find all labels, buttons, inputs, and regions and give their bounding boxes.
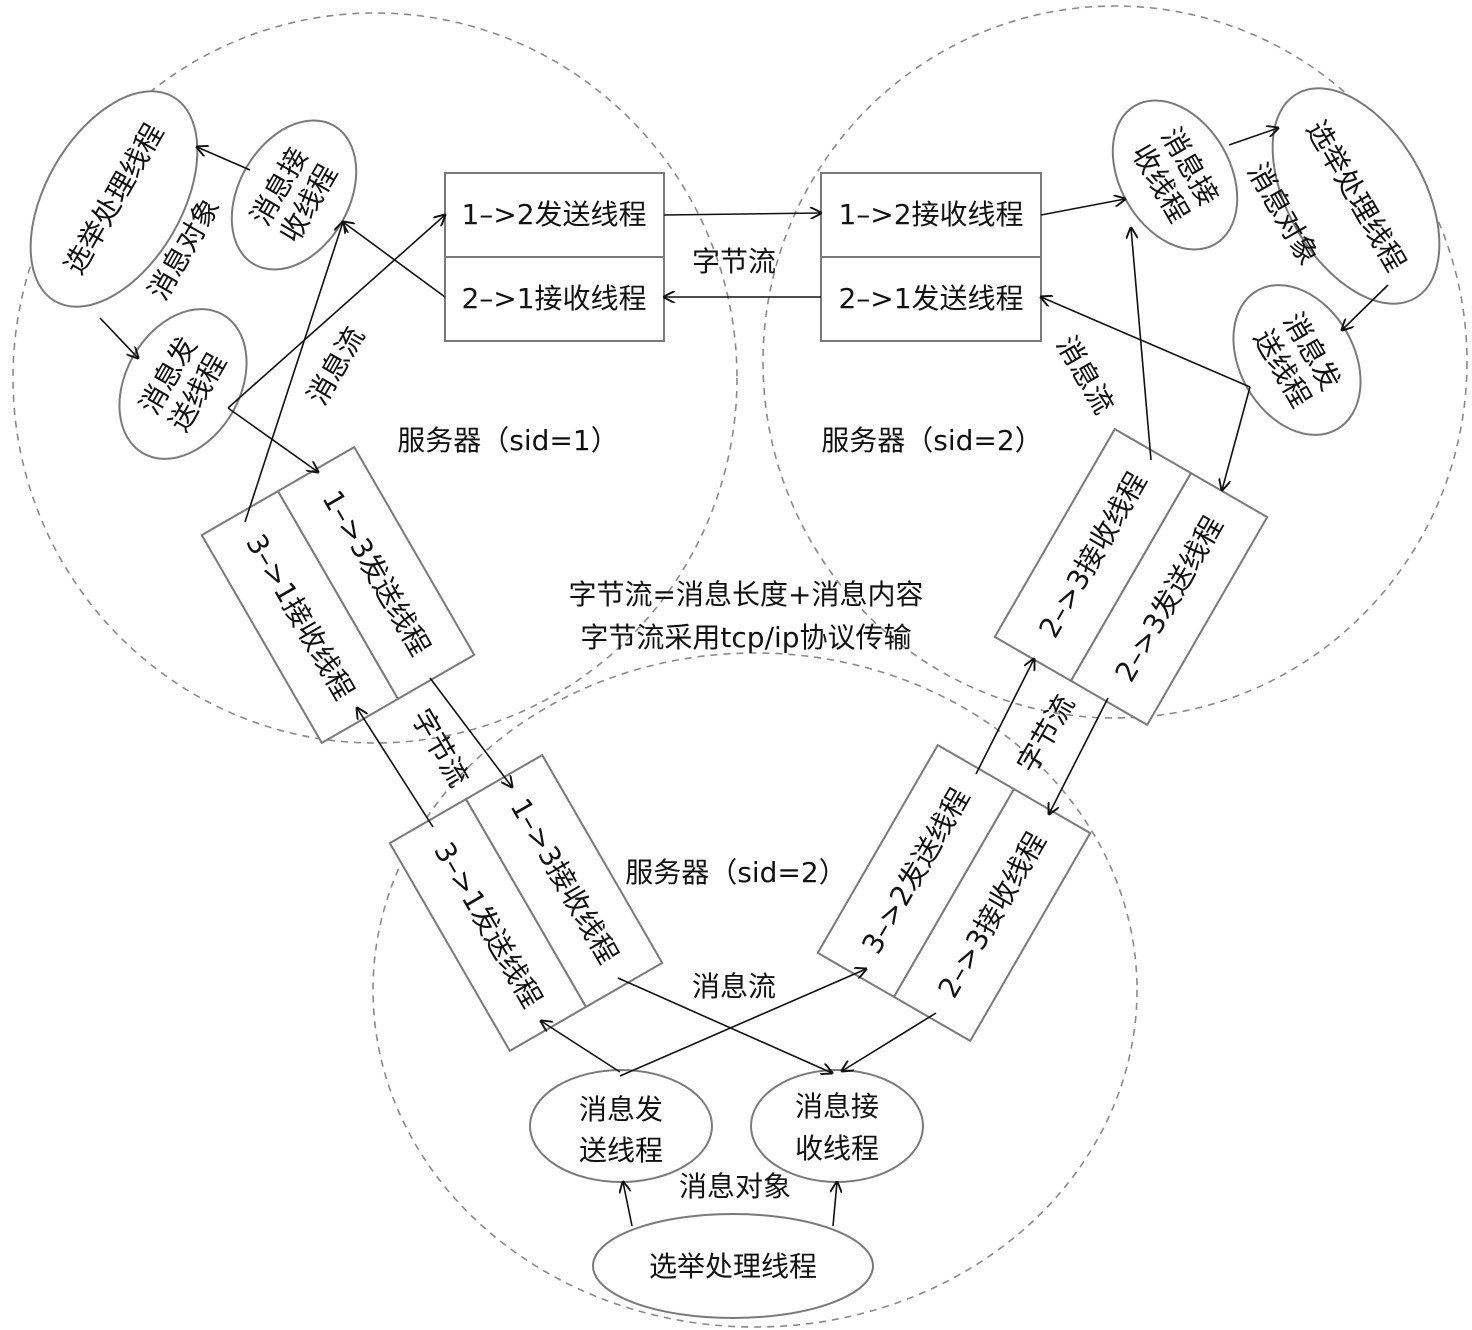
arrow-s3-1-3-to-recv (617, 977, 832, 1073)
arrow-s2-recv-to-election (1228, 128, 1278, 146)
s3-msg-flow-label: 消息流 (692, 970, 776, 1003)
s3-msg-obj-label: 消息对象 (679, 1170, 791, 1203)
arrow-bytes-1-to-3 (429, 677, 512, 787)
s2-election-node: 选举处理线程 (1271, 87, 1441, 305)
arrow-bytes-2-to-3 (1049, 697, 1109, 814)
s1-lower-thread-pair: 3–>1接收线程 1–>3发送线程 (200, 445, 476, 745)
byte-stream-label-left: 字节流 (405, 703, 476, 792)
arrow-s2-send-to-2-1 (1041, 297, 1251, 388)
s3-left-thread-pair: 3–>1发送线程 1–>3接收线程 (388, 753, 664, 1053)
s3-title: 服务器（sid=2） (625, 856, 846, 889)
s2-election-ellipse (1271, 87, 1441, 305)
byte-stream-label-top: 字节流 (692, 245, 776, 278)
arrow-s1-3-1-to-recv (244, 222, 343, 523)
recv-2-1-label: 2–>1接收线程 (461, 282, 646, 315)
arrow-s3-send-to-3-1 (541, 1021, 621, 1073)
s3-right-thread-pair: 3–>2发送线程 2–>3接收线程 (816, 743, 1092, 1043)
arrow-s1-2-1-to-recv (343, 222, 446, 298)
arrow-s3-2-3-to-recv (842, 1012, 937, 1071)
s1-title: 服务器（sid=1） (397, 424, 618, 457)
arrow-s1-send-to-1-2 (227, 215, 445, 409)
s3-msg-recv-ellipse (750, 1069, 924, 1183)
send-2-1-box (820, 256, 1042, 342)
arrow-s3-send-to-3-2 (619, 969, 866, 1077)
s3-election-ellipse (592, 1213, 874, 1319)
recv-1-2-label: 1–>2接收线程 (838, 198, 1023, 231)
s1-msg-send-node: 消息发 送线程 (118, 308, 248, 460)
arrow-s3-election-to-send (623, 1182, 633, 1227)
s3-msg-send-line2: 送线程 (579, 1134, 663, 1167)
arrow-s3-election-to-recv (833, 1182, 837, 1227)
s1-election-ellipse (29, 90, 199, 308)
server-2: 1–>2接收线程 2–>1发送线程 2–>3接收线程 2–>3发送线程 选举处理… (820, 87, 1441, 727)
note-line-1: 字节流=消息长度+消息内容 (569, 578, 924, 611)
s3-msg-recv-line2: 收线程 (795, 1132, 879, 1165)
server-1-region (12, 12, 738, 744)
server-3-region (372, 652, 1138, 1328)
arrow-s1-send-to-1-3 (227, 407, 318, 472)
arrow-s1-election-to-send (99, 317, 138, 358)
s3-election-label: 选举处理线程 (649, 1250, 817, 1283)
note-line-2: 字节流采用tcp/ip协议传输 (580, 621, 911, 654)
arrow-s1-recv-to-election (197, 147, 251, 171)
s2-title: 服务器（sid=2） (821, 424, 1042, 457)
s1-election-node: 选举处理线程 (29, 90, 199, 308)
byte-stream-label-right: 字节流 (1011, 689, 1082, 778)
arrow-s2-election-to-send (1342, 284, 1389, 330)
s2-msg-flow-label: 消息流 (1050, 330, 1121, 419)
send-2-3-box (1069, 471, 1269, 727)
server-2-region (762, 5, 1468, 719)
send-1-2-label: 1–>2发送线程 (461, 198, 646, 231)
arrow-bytes-1-to-2 (663, 213, 821, 215)
recv-1-2-box (820, 172, 1042, 258)
arrow-bytes-3-to-1 (357, 708, 434, 828)
arrow-s2-2-3-to-recv (1131, 228, 1152, 461)
s2-msg-recv-node: 消息接 收线程 (1111, 99, 1239, 251)
s2-lower-thread-pair: 2–>3接收线程 2–>3发送线程 (993, 427, 1269, 727)
arrow-bytes-3-to-2 (975, 659, 1034, 775)
arrows (99, 128, 1389, 1227)
send-2-1-label: 2–>1发送线程 (838, 282, 1023, 315)
s1-msg-recv-node: 消息接 收线程 (230, 119, 358, 271)
arrow-s2-1-2-to-recv (1040, 199, 1125, 216)
server-1: 1–>2发送线程 2–>1接收线程 3–>1接收线程 1–>3发送线程 选举处理… (29, 90, 665, 745)
s2-msg-recv-ellipse (1111, 99, 1239, 251)
s3-msg-send-line1: 消息发 (579, 1093, 663, 1126)
s3-msg-recv-line1: 消息接 (795, 1090, 879, 1123)
s2-msg-send-node: 消息发 送线程 (1232, 284, 1362, 436)
arrow-s2-send-to-2-3 (1222, 386, 1251, 490)
